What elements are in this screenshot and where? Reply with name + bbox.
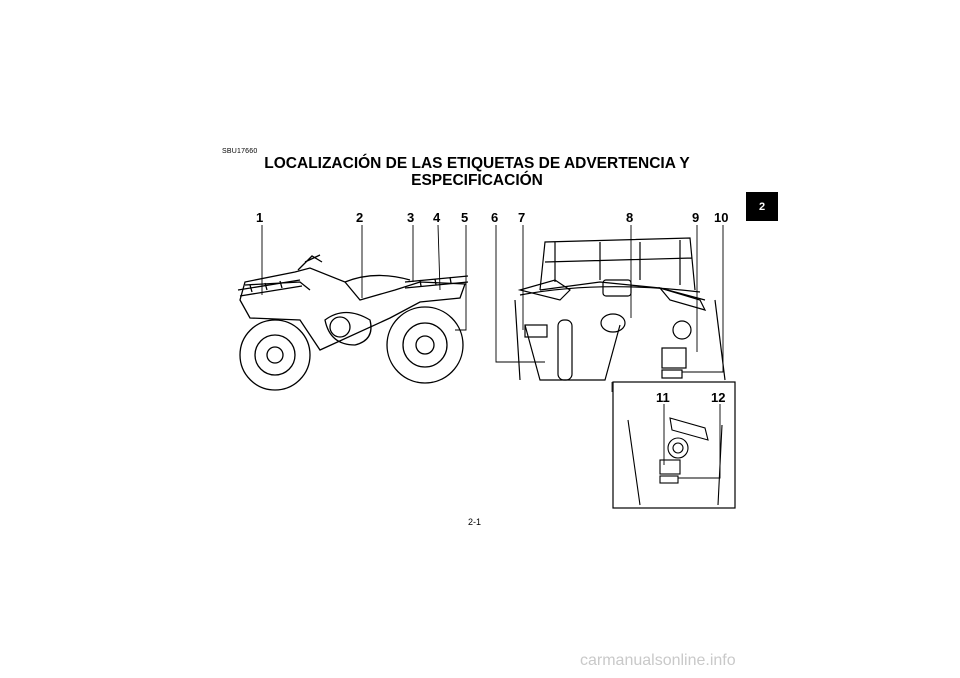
shift-lever xyxy=(557,319,573,381)
callout-6: 6 xyxy=(491,210,499,225)
callout-11: 11 xyxy=(656,390,670,405)
atv-body xyxy=(239,267,466,351)
watermark[interactable]: carmanualsonline.info xyxy=(580,652,736,669)
rear-wheel xyxy=(386,306,464,384)
engine xyxy=(324,311,372,346)
callout-10: 10 xyxy=(714,210,729,225)
title-line-1: LOCALIZACIÓN DE LAS ETIQUETAS DE ADVERTE… xyxy=(264,155,690,172)
section-code: SBU17660 xyxy=(222,148,258,155)
callout-4: 4 xyxy=(433,210,441,225)
callout-1: 1 xyxy=(256,210,264,225)
callout-12: 12 xyxy=(711,390,726,405)
page-number: 2-1 xyxy=(468,517,482,527)
title-line-2: ESPECIFICACIÓN xyxy=(411,172,543,189)
callout-7: 7 xyxy=(518,210,526,225)
callout-lines-side xyxy=(261,224,467,331)
callout-lines-inset xyxy=(663,404,721,479)
atv-side-view xyxy=(237,254,469,391)
label-10 xyxy=(661,369,683,379)
inset-illustration xyxy=(627,417,723,506)
atv-front-view xyxy=(514,237,726,381)
callout-lines-front xyxy=(495,225,724,373)
callout-5: 5 xyxy=(461,210,469,225)
front-wheel xyxy=(239,319,311,391)
callout-8: 8 xyxy=(626,210,634,225)
callout-9: 9 xyxy=(692,210,700,225)
fuel-cap xyxy=(600,313,626,333)
handlebar xyxy=(297,254,323,271)
label-9 xyxy=(661,347,687,369)
chapter-tab[interactable]: 2 xyxy=(746,192,778,221)
seat xyxy=(344,274,411,283)
handlebar-front xyxy=(519,286,701,296)
ignition xyxy=(672,320,692,340)
callout-3: 3 xyxy=(407,210,415,225)
callout-2: 2 xyxy=(356,210,364,225)
page-title: LOCALIZACIÓN DE LAS ETIQUETAS DE ADVERTE… xyxy=(232,155,722,189)
front-rack xyxy=(539,237,696,291)
